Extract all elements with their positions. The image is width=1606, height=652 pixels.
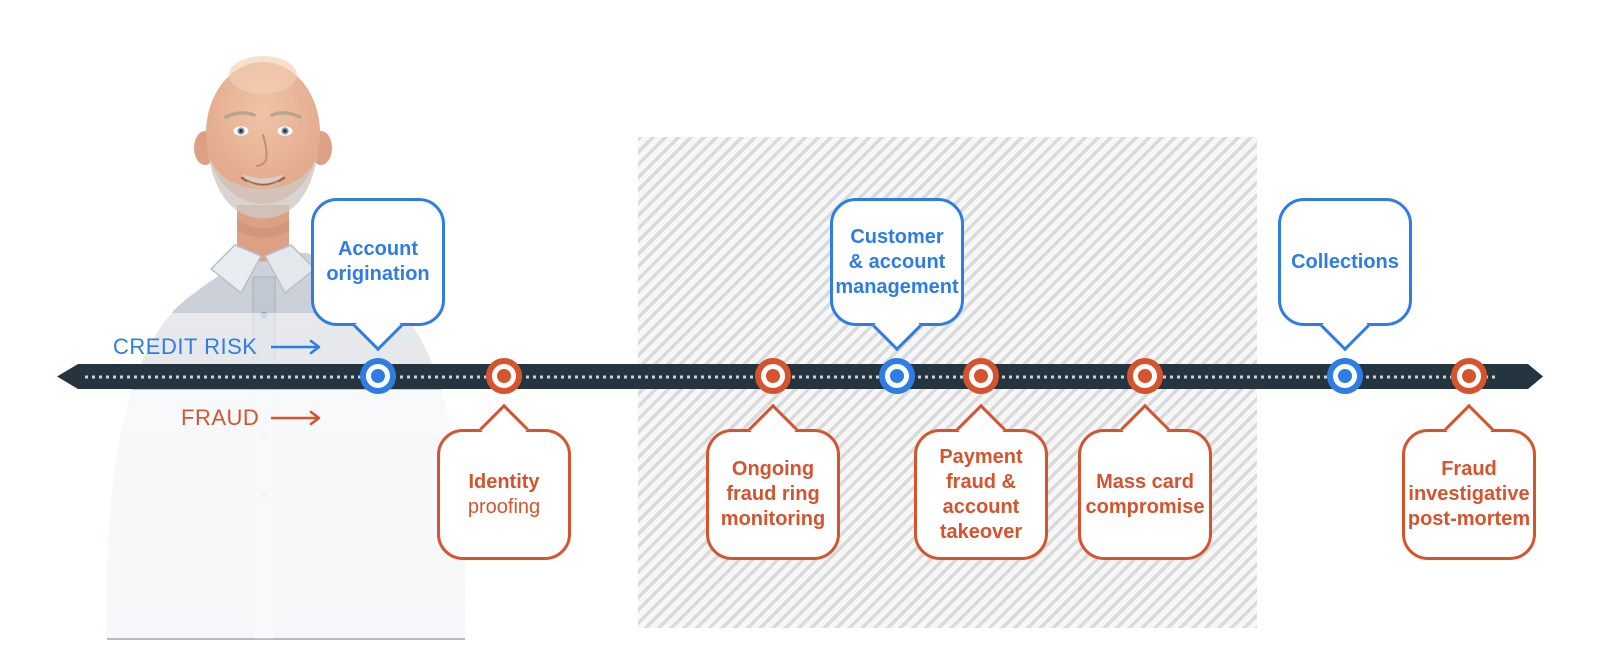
marker-dot-icon xyxy=(1338,369,1352,383)
fraud-arrow-icon xyxy=(271,410,321,426)
milestone-marker xyxy=(1127,358,1163,394)
milestone-marker xyxy=(1327,358,1363,394)
milestone-marker xyxy=(963,358,999,394)
timeline-bar xyxy=(57,364,1543,389)
bubble-pointer xyxy=(1444,403,1494,454)
marker-dot-icon xyxy=(890,369,904,383)
milestone-marker xyxy=(360,358,396,394)
marker-dot-icon xyxy=(1462,369,1476,383)
photo-fade-band xyxy=(93,313,520,365)
credit-risk-label: CREDIT RISK xyxy=(113,334,258,359)
marker-dot-icon xyxy=(1138,369,1152,383)
milestone-label: Collections xyxy=(1291,250,1399,273)
milestone-bubble: Collections xyxy=(1278,198,1412,352)
marker-dot-icon xyxy=(497,369,511,383)
milestone-marker xyxy=(1451,358,1487,394)
marker-dot-icon xyxy=(371,369,385,383)
marker-dot-icon xyxy=(766,369,780,383)
milestone-marker xyxy=(486,358,522,394)
bubble-pointer xyxy=(1320,301,1370,352)
timeline-dotted-line xyxy=(85,375,1497,378)
fraud-label: FRAUD xyxy=(181,405,260,430)
milestone-marker xyxy=(755,358,791,394)
credit-risk-arrow-icon xyxy=(271,339,321,355)
milestone-marker xyxy=(879,358,915,394)
marker-dot-icon xyxy=(974,369,988,383)
